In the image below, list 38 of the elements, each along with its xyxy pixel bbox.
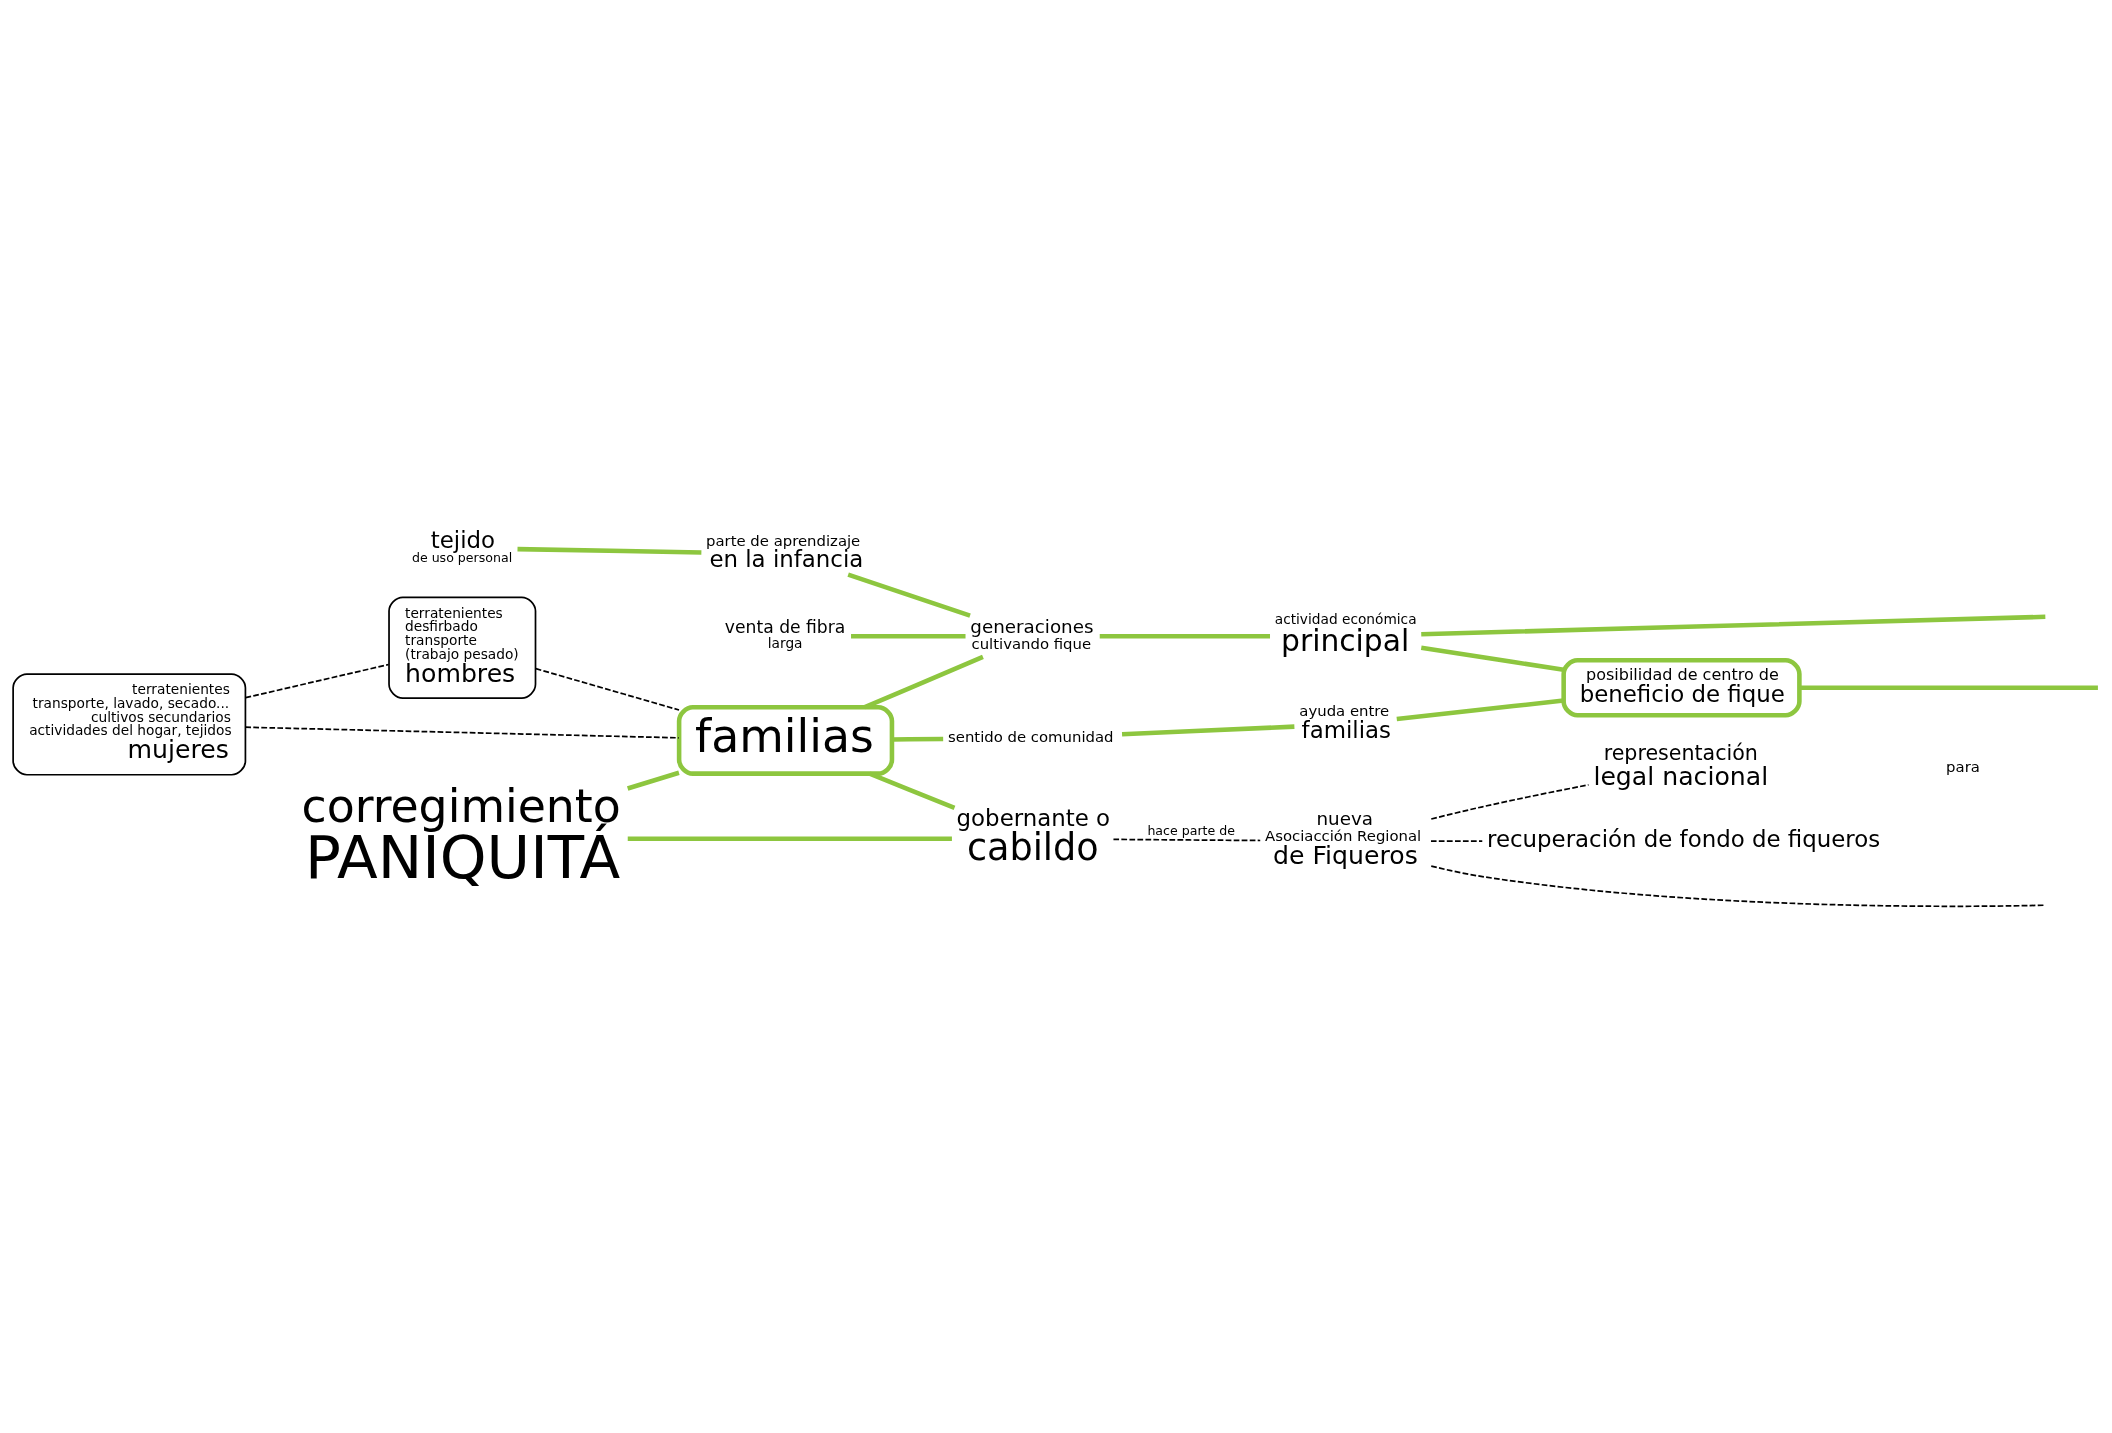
node-text: sentido de comunidad (948, 727, 1114, 746)
edge-label: hace parte de (1147, 822, 1235, 838)
connector (847, 571, 971, 618)
connector (1112, 838, 1262, 841)
connector (1421, 614, 2046, 636)
connector (535, 667, 680, 711)
label: para (1946, 757, 1980, 776)
node-text: representación legal nacional (1593, 740, 1769, 791)
connector (863, 654, 984, 709)
node-box: posibilidad de centro de beneficio de fique (1561, 657, 1802, 718)
node-text: corregimiento PANIQUITÁ (301, 779, 621, 892)
node-box: familias (676, 704, 895, 776)
connector (1420, 645, 1564, 672)
connector (1430, 783, 1590, 820)
connector (851, 633, 966, 639)
connector (517, 546, 702, 555)
connector (892, 736, 944, 742)
connector (244, 725, 680, 739)
node-box: terratenientes desfirbado transporte (trabajo pesado) hombres (388, 596, 537, 699)
node-text: recuperación de fondo de fiqueros (1486, 825, 1881, 852)
node-text: generaciones cultivando fique (970, 615, 1094, 653)
connector (1099, 633, 1270, 639)
node-text: gobernante o cabildo (956, 804, 1111, 869)
node-text: actividad económica principal (1274, 610, 1417, 658)
connector (627, 836, 952, 841)
connector (1799, 685, 2098, 690)
connector (627, 770, 680, 791)
connector (1396, 697, 1564, 721)
connector (1121, 723, 1295, 736)
node-box: terratenientes transporte, lavado, secado... cultivos secundarios actividades del hogar, tejidos mujeres (12, 672, 247, 776)
node-text: venta de fibra larga (724, 616, 846, 651)
node-text: ayuda entre familias (1299, 701, 1391, 743)
connector (1430, 839, 1484, 842)
node-text: tejido de uso personal (411, 526, 513, 565)
connector (244, 663, 390, 699)
node-text: nueva Asociacción Regional de Fiqueros (1265, 807, 1422, 870)
connector (868, 771, 956, 810)
node-text: parte de aprendizaje en la infancia (706, 531, 864, 572)
